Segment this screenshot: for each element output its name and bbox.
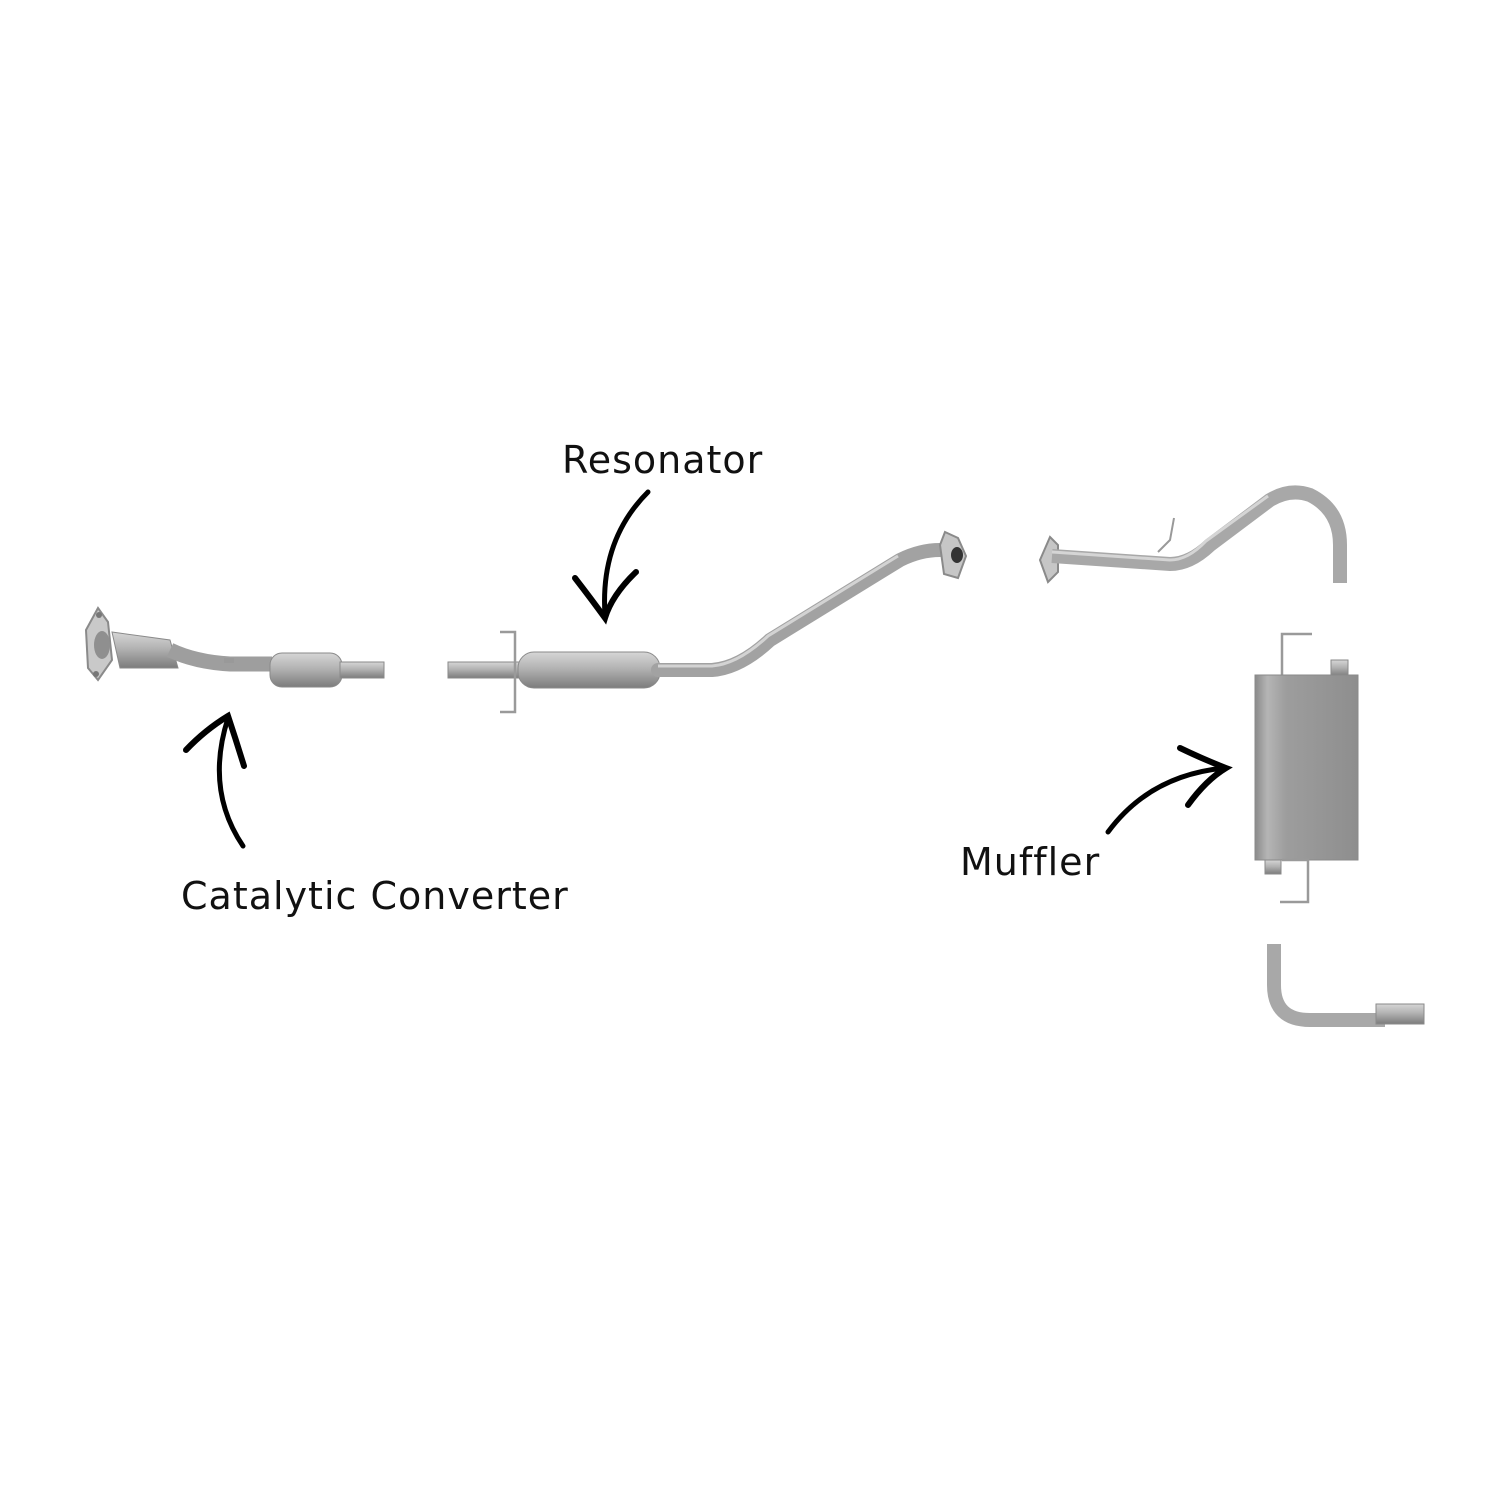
muffler-arrow xyxy=(1105,745,1233,835)
resonator-assembly xyxy=(447,530,968,714)
resonator-arrow xyxy=(572,489,651,625)
catalytic-converter-assembly xyxy=(84,606,385,688)
catalytic-converter-arrow xyxy=(183,711,247,849)
muffler-assembly xyxy=(1254,632,1359,904)
resonator-label: Resonator xyxy=(562,438,764,482)
muffler-label: Muffler xyxy=(960,840,1101,884)
catalytic-converter-label: Catalytic Converter xyxy=(181,874,569,918)
intermediate-pipe xyxy=(1038,485,1347,584)
tailpipe xyxy=(1267,944,1425,1027)
